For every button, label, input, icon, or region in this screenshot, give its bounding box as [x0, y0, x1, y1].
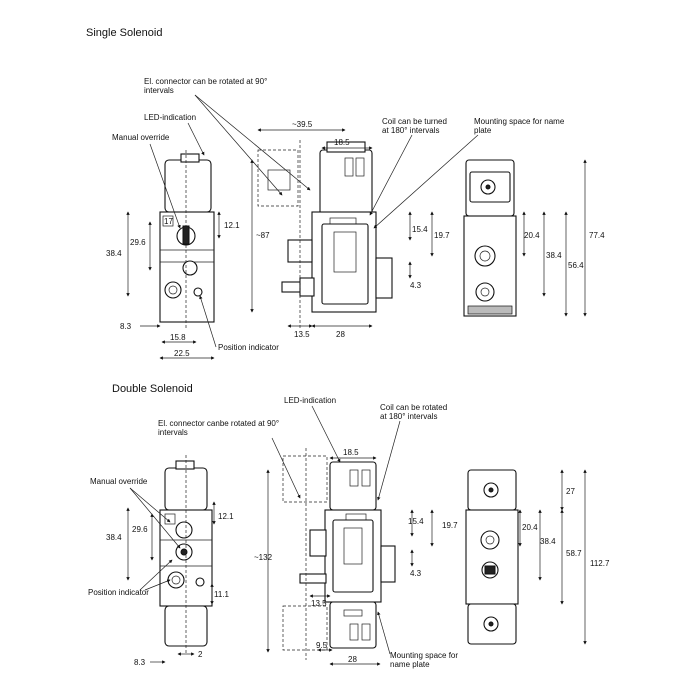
dim-d-29-6: 29.6 — [132, 525, 148, 534]
single-mounting-label-1: Mounting space for name — [474, 117, 565, 126]
double-el-connector-label-2: intervals — [158, 428, 188, 437]
double-coil-label-1: Coil can be rotated — [380, 403, 447, 412]
dim-13-5: 13.5 — [294, 330, 310, 339]
double-end-view — [465, 469, 519, 645]
dim-d-2: 2 — [198, 650, 203, 659]
double-mounting-label-1: Mounting space for — [390, 651, 458, 660]
single-mounting-label-2: plate — [474, 126, 492, 135]
dim-15-8: 15.8 — [170, 333, 186, 342]
dim-d-132: ~132 — [254, 553, 273, 562]
dim-d-58-7: 58.7 — [566, 549, 582, 558]
single-end-view — [463, 159, 517, 317]
dim-15-4: 15.4 — [412, 225, 428, 234]
dim-38-4-a: 38.4 — [106, 249, 122, 258]
dim-17: 17 — [164, 217, 173, 226]
dim-d-11-1: 11.1 — [214, 590, 230, 599]
double-front-view — [159, 455, 213, 655]
double-side-view — [282, 448, 396, 660]
dim-87: ~87 — [256, 231, 270, 240]
double-led-label: LED-indication — [284, 396, 336, 405]
dim-d-8-3: 8.3 — [134, 658, 146, 667]
dim-22-5: 22.5 — [174, 349, 190, 358]
dim-77-4: 77.4 — [589, 231, 605, 240]
single-position-indicator-label: Position indicator — [218, 343, 279, 352]
dim-18-5: 18.5 — [334, 138, 350, 147]
dim-d-38-4-b: 38.4 — [540, 537, 556, 546]
dim-19-7: 19.7 — [434, 231, 450, 240]
dim-8-3: 8.3 — [120, 322, 132, 331]
dim-d-19-7: 19.7 — [442, 521, 458, 530]
double-mounting-label-2: name plate — [390, 660, 430, 669]
double-el-connector-label-1: El. connector canbe rotated at 90° — [158, 419, 279, 428]
single-manual-override-label: Manual override — [112, 133, 170, 142]
dim-d-20-4: 20.4 — [522, 523, 538, 532]
dim-d-12-1: 12.1 — [218, 512, 234, 521]
single-side-view — [257, 140, 393, 330]
single-el-connector-label-2: intervals — [144, 86, 174, 95]
double-coil-label-2: at 180° intervals — [380, 412, 437, 421]
single-el-connector-label-1: El. connector can be rotated at 90° — [144, 77, 267, 86]
dim-d-27: 27 — [566, 487, 575, 496]
dim-56-4: 56.4 — [568, 261, 584, 270]
dim-20-4: 20.4 — [524, 231, 540, 240]
dim-d-13-5: 13.5 — [311, 599, 327, 608]
dim-d-112-7: 112.7 — [590, 559, 610, 568]
single-coil-label-2: at 180° intervals — [382, 126, 439, 135]
dim-39-5: ~39.5 — [292, 120, 313, 129]
dim-d-38-4-a: 38.4 — [106, 533, 122, 542]
dim-d-28: 28 — [348, 655, 357, 664]
single-coil-label-1: Coil can be turned — [382, 117, 447, 126]
dim-28: 28 — [336, 330, 345, 339]
dim-38-4-b: 38.4 — [546, 251, 562, 260]
single-solenoid-title: Single Solenoid — [86, 27, 162, 39]
single-front-view — [159, 150, 215, 330]
double-solenoid-title: Double Solenoid — [112, 383, 193, 395]
single-led-label: LED-indication — [144, 113, 196, 122]
double-position-indicator-label: Position indicator — [88, 588, 149, 597]
dim-12-1: 12.1 — [224, 221, 240, 230]
dim-4-3: 4.3 — [410, 281, 422, 290]
dim-29-6: 29.6 — [130, 238, 146, 247]
dim-d-4-3: 4.3 — [410, 569, 422, 578]
dim-d-9-5: 9.5 — [316, 641, 328, 650]
double-manual-override-label: Manual override — [90, 477, 148, 486]
dim-d-15-4: 15.4 — [408, 517, 424, 526]
dim-d-18-5: 18.5 — [343, 448, 359, 457]
